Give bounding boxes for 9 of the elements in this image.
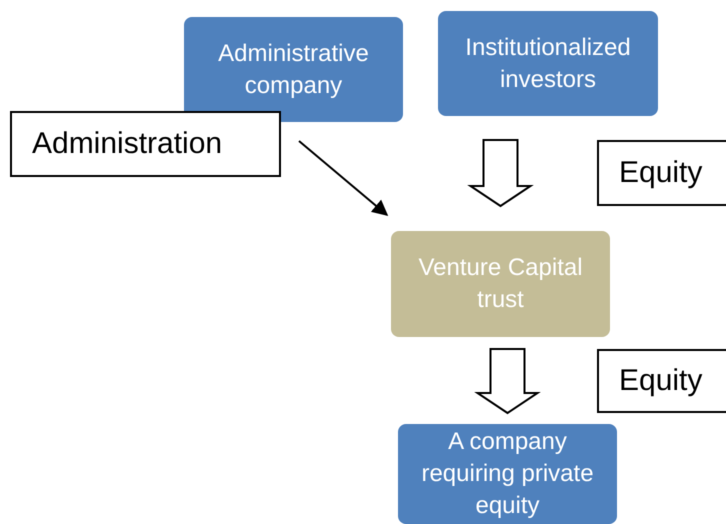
process-box: Institutionalized investors — [438, 11, 658, 116]
label-box: Equity — [597, 349, 726, 413]
label-box: Administration — [10, 111, 281, 177]
trust-box: Venture Capital trust — [391, 231, 610, 337]
process-box: Administrative company — [184, 17, 403, 122]
block-arrow — [474, 348, 541, 414]
label-box: Equity — [597, 140, 726, 206]
process-box: A company requiring private equity — [398, 424, 617, 524]
block-arrow — [467, 139, 534, 208]
